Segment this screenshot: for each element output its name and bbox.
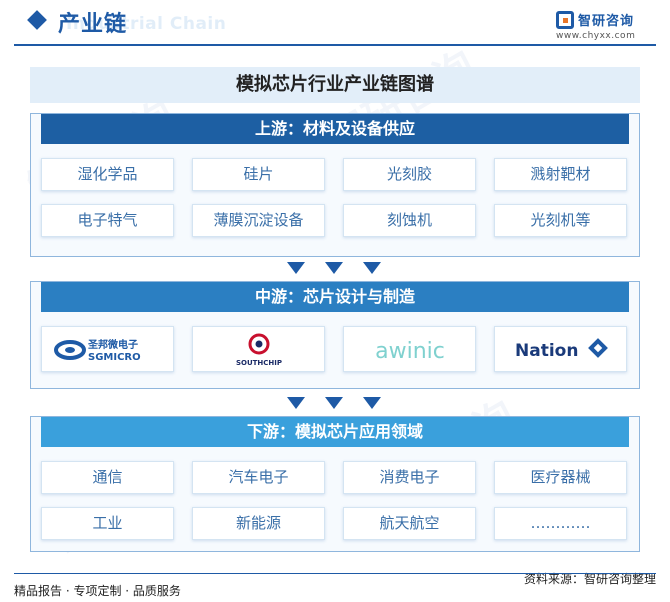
- down-arrow-icon: [325, 397, 343, 409]
- downstream-item: 医疗器械: [494, 461, 627, 494]
- brand-url: www.chyxx.com: [556, 31, 636, 41]
- nation-logo-icon: Nation: [515, 338, 608, 361]
- downstream-item: 航天航空: [343, 507, 476, 540]
- awinic-logo-text: awinic: [375, 339, 445, 364]
- company-logo-southchip: SOUTHCHIP: [192, 326, 325, 372]
- down-arrow-icon: [325, 262, 343, 274]
- midstream-section: 中游：芯片设计与制造 圣邦微电子 SGMICRO SOUTHCHIP awini…: [30, 281, 640, 389]
- down-arrow-icon: [287, 397, 305, 409]
- midstream-grid: 圣邦微电子 SGMICRO SOUTHCHIP awinic Nation: [41, 326, 629, 372]
- footer-divider: [14, 573, 656, 574]
- downstream-item: 消费电子: [343, 461, 476, 494]
- downstream-heading: 下游：模拟芯片应用领域: [41, 417, 629, 447]
- sgmicro-logo-cn: 圣邦微电子: [88, 338, 138, 351]
- footer-slogan: 精品报告 · 专项定制 · 品质服务: [14, 584, 181, 598]
- upstream-item: 薄膜沉淀设备: [192, 204, 325, 237]
- brand-logo: 智研咨询 www.chyxx.com: [556, 10, 656, 42]
- upstream-heading: 上游：材料及设备供应: [41, 114, 629, 144]
- flow-arrows: [0, 397, 670, 413]
- company-logo-awinic: awinic: [343, 326, 476, 372]
- downstream-item: 工业: [41, 507, 174, 540]
- midstream-heading: 中游：芯片设计与制造: [41, 282, 629, 312]
- upstream-item: 刻蚀机: [343, 204, 476, 237]
- flow-arrows: [0, 262, 670, 278]
- page-title: 产业链: [58, 12, 128, 37]
- brand-name: 智研咨询: [578, 14, 635, 29]
- upstream-grid: 湿化学品 硅片 光刻胶 溅射靶材 电子特气 薄膜沉淀设备 刻蚀机 光刻机等: [41, 158, 629, 237]
- upstream-item: 光刻机等: [494, 204, 627, 237]
- downstream-item: 汽车电子: [192, 461, 325, 494]
- downstream-item: 新能源: [192, 507, 325, 540]
- upstream-item: 湿化学品: [41, 158, 174, 191]
- nation-logo-text: Nation: [515, 341, 578, 361]
- header-divider: [14, 44, 656, 46]
- southchip-logo-icon: SOUTHCHIP: [236, 333, 282, 367]
- down-arrow-icon: [363, 397, 381, 409]
- awinic-logo-icon: awinic: [375, 339, 445, 364]
- sgmicro-logo-en: SGMICRO: [88, 352, 141, 363]
- down-arrow-icon: [287, 262, 305, 274]
- upstream-item: 电子特气: [41, 204, 174, 237]
- downstream-item: …………: [494, 507, 627, 540]
- brand-mark-icon: [556, 11, 574, 29]
- upstream-item: 溅射靶材: [494, 158, 627, 191]
- downstream-grid: 通信 汽车电子 消费电子 医疗器械 工业 新能源 航天航空 …………: [41, 461, 629, 540]
- sgmicro-logo-icon: 圣邦微电子 SGMICRO: [54, 338, 141, 363]
- southchip-logo-text: SOUTHCHIP: [236, 359, 282, 367]
- diagram-title: 模拟芯片行业产业链图谱: [30, 67, 640, 103]
- source-note: 资料来源：智研咨询整理: [523, 572, 656, 586]
- upstream-item: 硅片: [192, 158, 325, 191]
- upstream-item: 光刻胶: [343, 158, 476, 191]
- company-logo-nation: Nation: [494, 326, 627, 372]
- header-subtitle-en: Industrial Chain: [66, 14, 227, 34]
- downstream-section: 下游：模拟芯片应用领域 通信 汽车电子 消费电子 医疗器械 工业 新能源 航天航…: [30, 416, 640, 552]
- downstream-item: 通信: [41, 461, 174, 494]
- upstream-section: 上游：材料及设备供应 湿化学品 硅片 光刻胶 溅射靶材 电子特气 薄膜沉淀设备 …: [30, 113, 640, 257]
- page-header: Industrial Chain 产业链 智研咨询 www.chyxx.com: [0, 0, 670, 46]
- down-arrow-icon: [363, 262, 381, 274]
- diamond-icon: [27, 10, 47, 30]
- company-logo-sgmicro: 圣邦微电子 SGMICRO: [41, 326, 174, 372]
